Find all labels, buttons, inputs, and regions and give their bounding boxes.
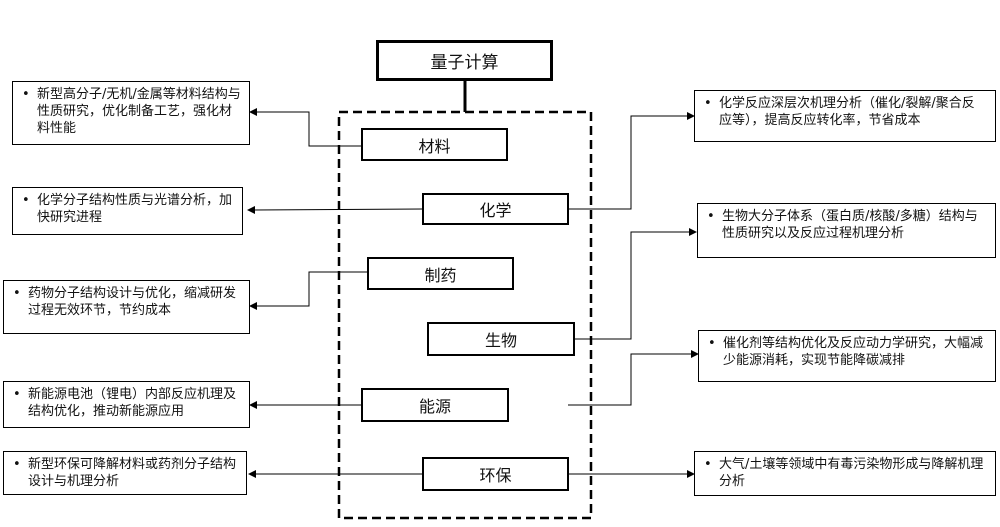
- field-label-pharma: 制药: [424, 265, 457, 285]
- note-text: 新能源电池（锂电）内部反应机理及结构优化，推动新能源应用: [28, 387, 237, 419]
- note-chemistry-left: • 化学分子结构性质与光谱分析，加快研究进程: [12, 187, 243, 235]
- bullet-marker: •: [22, 193, 30, 208]
- field-node-pharma: 制药: [367, 257, 514, 290]
- connector-chemistry-note-right: [568, 112, 695, 210]
- connector-materials-note: [249, 108, 362, 147]
- note-materials: • 新型高分子/无机/金属等材料结构与性质研究，优化制备工艺，强化材料性能: [12, 81, 250, 145]
- connector-energy-note-right: [568, 350, 699, 406]
- note-text: 新型环保可降解材料或药剂分子结构设计与机理分析: [28, 457, 237, 489]
- note-text: 大气/土壤等领域中有毒污染物形成与降解机理分析: [719, 457, 984, 489]
- connector-pharma-note: [249, 271, 368, 310]
- bullet-marker: •: [707, 209, 715, 224]
- field-label-environment: 环保: [479, 466, 512, 485]
- note-pharma: • 药物分子结构设计与优化，缩减研发过程无效环节，节约成本: [3, 280, 250, 334]
- bullet-marker: •: [22, 87, 30, 102]
- root-label: 量子计算: [430, 53, 499, 73]
- bullet-marker: •: [13, 387, 21, 402]
- connector-chemistry-note-left: [247, 205, 424, 214]
- note-text: 化学分子结构性质与光谱分析，加快研究进程: [37, 193, 233, 225]
- note-chemistry-right: • 化学反应深层次机理分析（催化/裂解/聚合反应等），提高反应转化率，节省成本: [694, 90, 996, 142]
- field-label-biology: 生物: [484, 331, 517, 350]
- note-energy-left: • 新能源电池（锂电）内部反应机理及结构优化，推动新能源应用: [3, 381, 250, 428]
- root-node: 量子计算: [376, 40, 553, 81]
- note-text: 化学反应深层次机理分析（催化/裂解/聚合反应等），提高反应转化率，节省成本: [719, 96, 975, 128]
- note-text: 催化剂等结构优化及反应动力学研究，大幅减少能源消耗，实现节能降碳减排: [723, 336, 984, 368]
- bullet-marker: •: [704, 457, 712, 472]
- note-text: 药物分子结构设计与优化，缩减研发过程无效环节，节约成本: [28, 286, 237, 318]
- note-text: 新型高分子/无机/金属等材料结构与性质研究，优化制备工艺，强化材料性能: [37, 87, 241, 136]
- field-label-chemistry: 化学: [479, 201, 512, 220]
- connector-biology-note: [574, 228, 697, 340]
- note-energy-right: • 催化剂等结构优化及反应动力学研究，大幅减少能源消耗，实现节能降碳减排: [698, 330, 996, 382]
- field-node-energy: 能源: [361, 388, 509, 422]
- field-node-chemistry: 化学: [422, 193, 569, 225]
- note-environment-left: • 新型环保可降解材料或药剂分子结构设计与机理分析: [3, 451, 247, 495]
- note-text: 生物大分子体系（蛋白质/核酸/多糖）结构与性质研究以及反应过程机理分析: [722, 209, 978, 241]
- field-node-materials: 材料: [361, 128, 508, 161]
- field-label-energy: 能源: [418, 397, 451, 416]
- bullet-marker: •: [13, 286, 21, 301]
- note-biology: • 生物大分子体系（蛋白质/核酸/多糖）结构与性质研究以及反应过程机理分析: [697, 203, 996, 258]
- note-environment-right: • 大气/土壤等领域中有毒污染物形成与降解机理分析: [694, 451, 996, 496]
- field-node-environment: 环保: [422, 457, 569, 491]
- field-node-biology: 生物: [427, 322, 575, 356]
- field-label-materials: 材料: [418, 136, 451, 156]
- bullet-marker: •: [708, 336, 716, 351]
- bullet-marker: •: [704, 96, 712, 111]
- bullet-marker: •: [13, 457, 21, 472]
